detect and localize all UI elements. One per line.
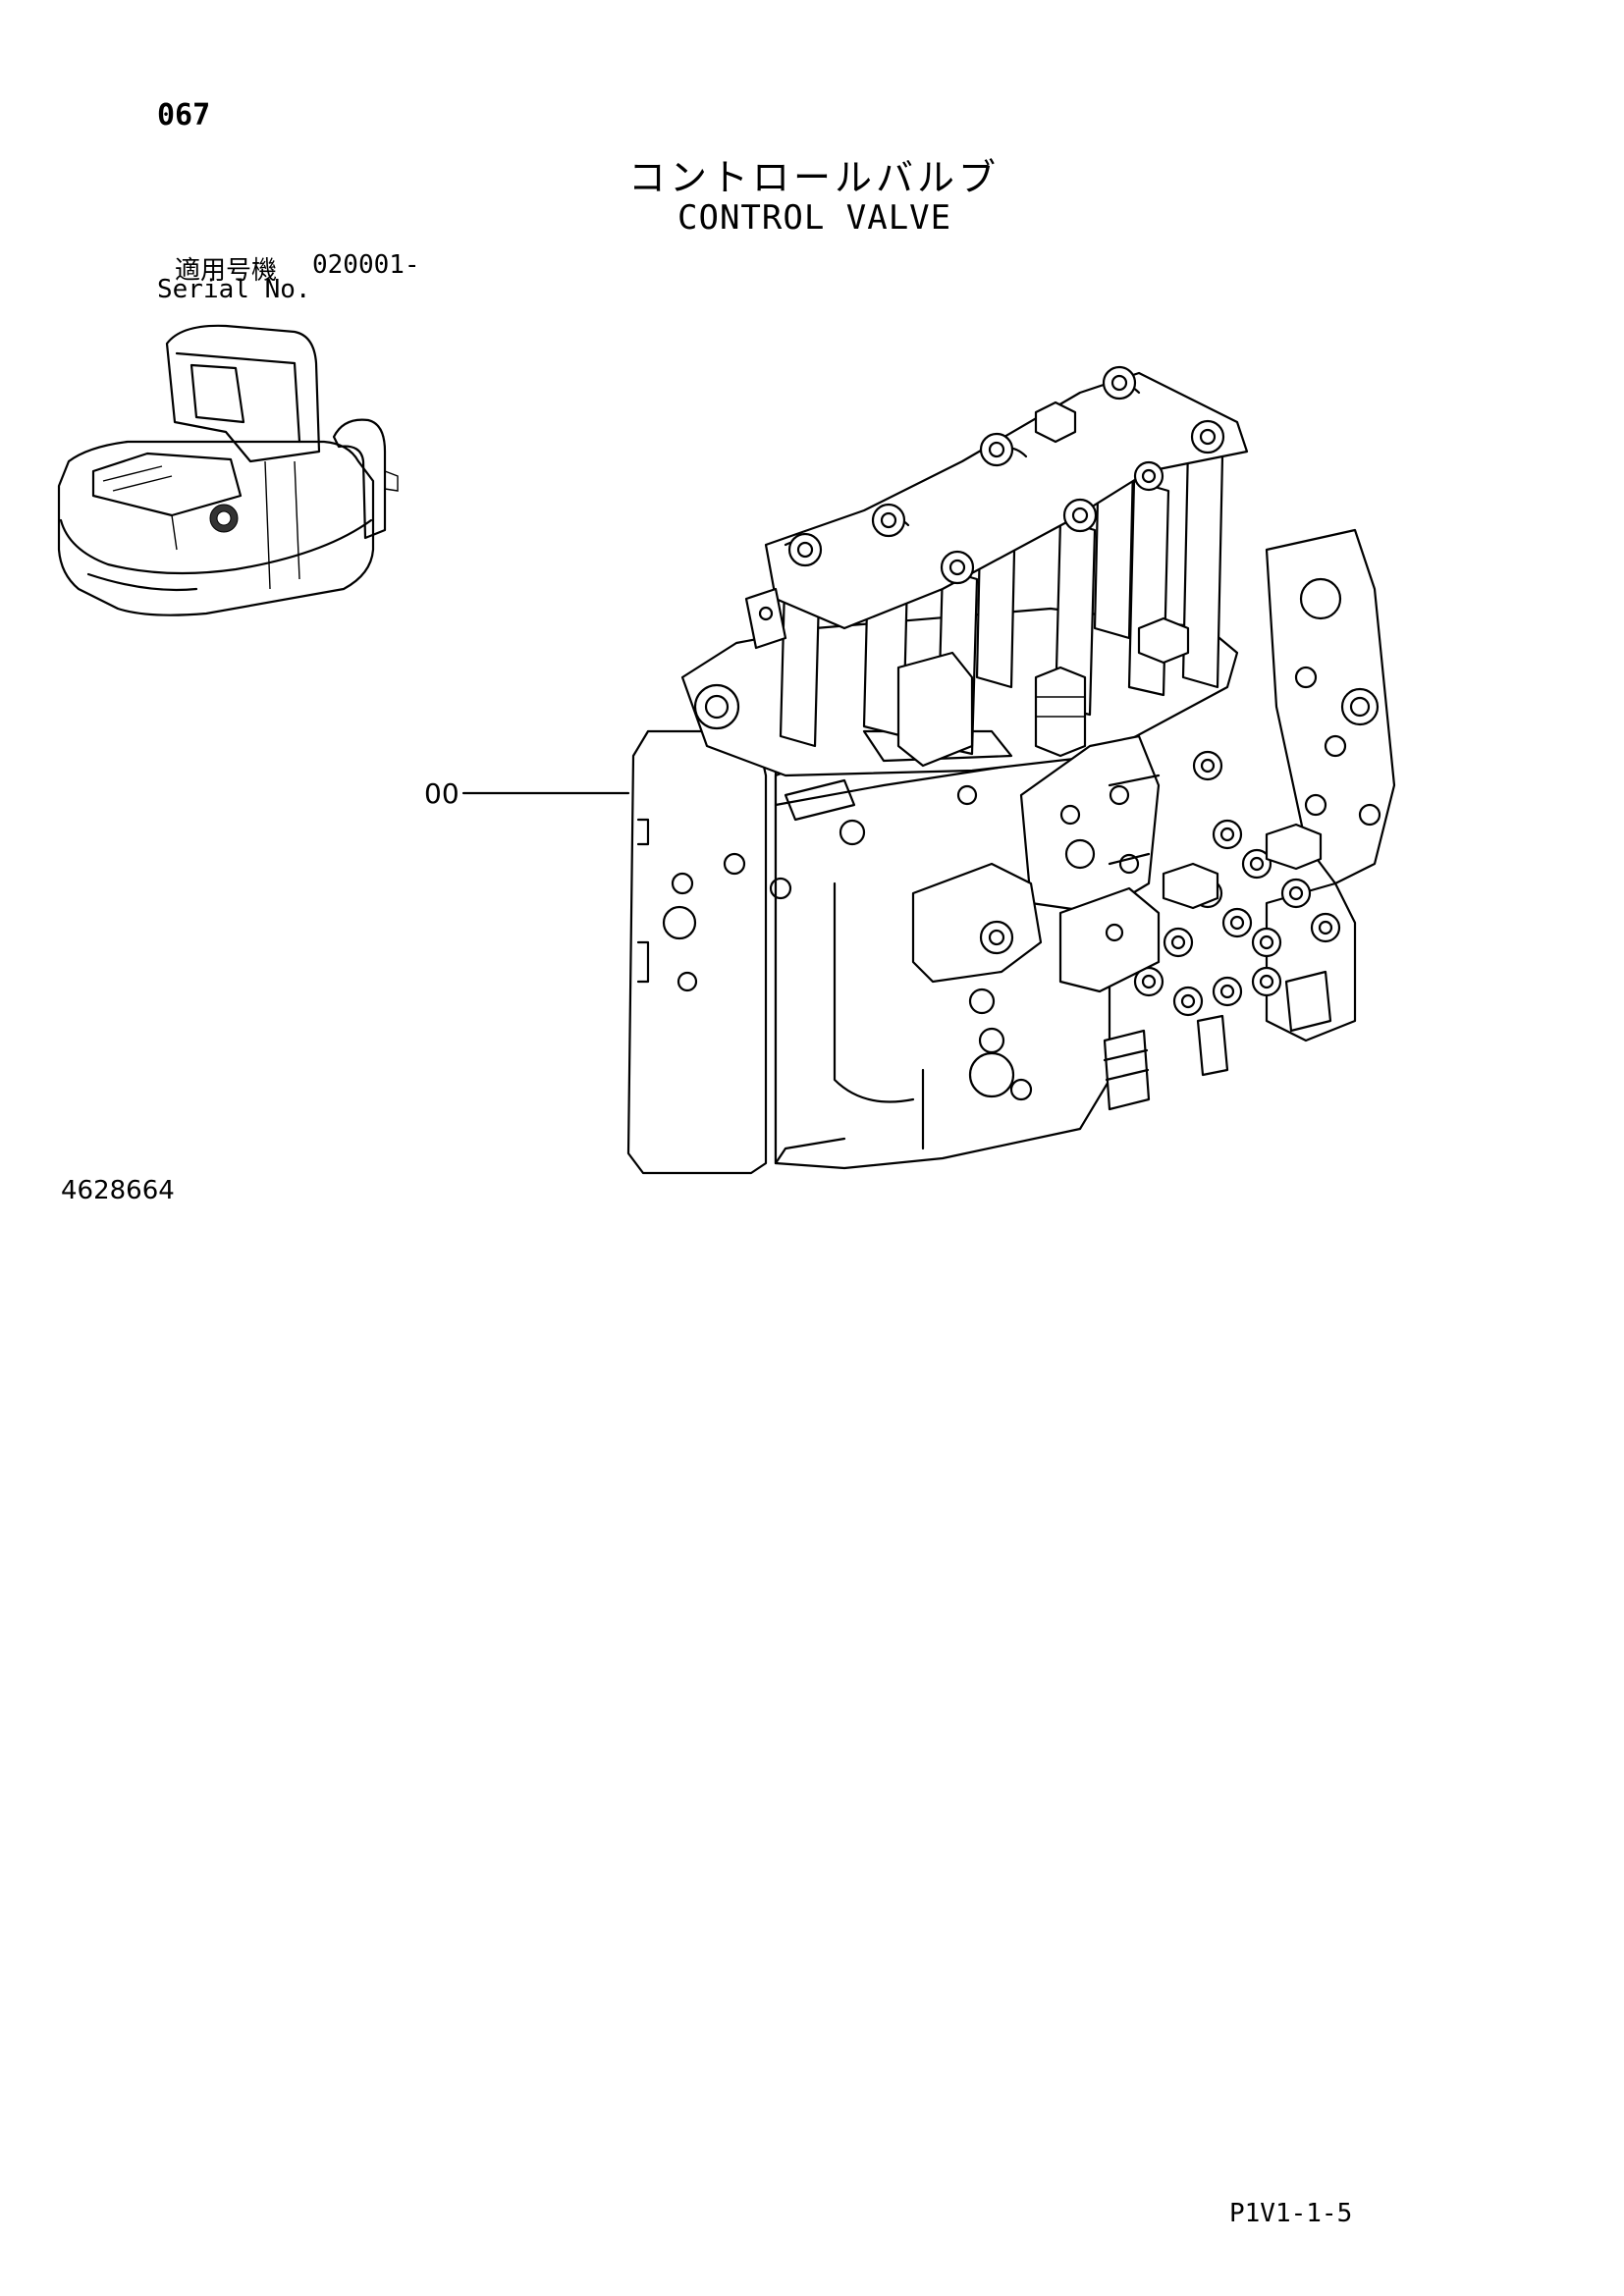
title-english: CONTROL VALVE (677, 198, 952, 238)
serial-label-english: Serial No. (157, 275, 311, 304)
page-number: 067 (157, 98, 211, 133)
footer-code: P1V1-1-5 (1229, 2199, 1353, 2228)
excavator-location-icon (57, 324, 399, 616)
title-japanese: コントロールバルブ (628, 156, 1001, 199)
serial-label-japanese: 適用号機 (175, 256, 278, 286)
callout-label: 00 (424, 777, 460, 810)
serial-range: 020001- (312, 250, 420, 280)
part-number: 4628664 (61, 1176, 175, 1205)
control-valve-assembly-drawing (626, 365, 1396, 1175)
